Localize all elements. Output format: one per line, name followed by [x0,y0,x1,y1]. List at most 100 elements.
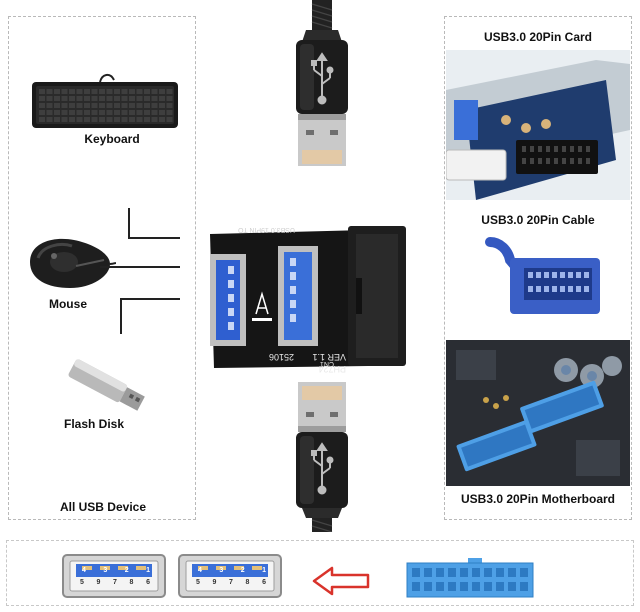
usb-pin-5: 5 [196,579,200,586]
usb-pin-4: 4 [82,567,86,574]
connector-line-mouse [100,266,180,268]
usb3-motherboard-image [446,340,630,486]
keyboard-key [54,89,60,94]
board-connector-label: CN1 [320,360,335,367]
keyboard-key [114,117,120,122]
keyboard-key [99,110,105,115]
keyboard-key [46,110,53,115]
header-pin-hole [412,582,420,591]
usb-pin-8: 8 [129,579,134,586]
mouse-image [30,238,116,288]
header-pin-hole [448,568,456,577]
keyboard-key [99,96,105,101]
keyboard-key [166,117,173,122]
keyboard-key [76,103,83,108]
header-pin-hole [508,568,516,577]
keyboard-key [114,110,120,115]
keyboard-key [166,89,173,94]
keyboard-label: Keyboard [84,132,140,146]
keyboard-key [99,117,105,122]
usb-pin-3: 3 [103,567,108,574]
keyboard-key [84,110,90,115]
keyboard-key [159,103,165,108]
usb-trident-icon [311,442,334,495]
usb-pin-7: 7 [113,579,117,586]
usb-pin-8: 8 [245,579,250,586]
adapter-board-image [210,226,406,368]
header-pin-hole [484,582,492,591]
connector-line-flash-h [120,298,180,300]
board-silkscreen-bottom: PH724 VER 1.1 25106 [218,344,348,374]
header-pin-hole [424,568,432,577]
keyboard-key [61,103,68,108]
keyboard-key [69,110,75,115]
keyboard-key [144,89,150,94]
usb3-motherboard-label: USB3.0 20Pin Motherboard [460,492,616,506]
usb-port-diagram-1: 4 3 2 1 5 9 7 8 6 [62,554,166,598]
keyboard-key [91,117,98,122]
keyboard-key [99,103,105,108]
keyboard-key [46,89,53,94]
keyboard-key [39,89,45,94]
bottom-pinout-strip [6,540,634,606]
keyboard-key [114,89,120,94]
header-pin-hole [448,582,456,591]
usb-pin-2: 2 [124,567,129,574]
usb3-cable-label: USB3.0 20Pin Cable [481,213,595,227]
keyboard-key [91,96,98,101]
header-pin-hole [460,582,468,591]
usb3-card-label: USB3.0 20Pin Card [483,30,593,44]
usb3-cable-image [485,237,600,314]
keyboard-key [136,89,143,94]
keyboard-key [129,103,135,108]
left-panel-usb-devices [8,16,196,520]
keyboard-key [121,89,128,94]
keyboard-key [121,117,128,122]
flash-disk-label: Flash Disk [63,417,125,431]
keyboard-key [144,103,150,108]
keyboard-key [39,117,45,122]
keyboard-key [114,103,120,108]
keyboard-key [84,89,90,94]
keyboard-key [106,96,113,101]
board-silkscreen-top: USB3.0 19PIN TO [238,226,295,233]
keyboard-key [151,110,158,115]
keyboard-key [136,96,143,101]
usb-pin-2: 2 [240,567,245,574]
keyboard-key [144,110,150,115]
keyboard-key [54,96,60,101]
usb3-card-image [446,50,630,200]
usb-pin-9: 9 [212,579,217,586]
keyboard-image [32,74,178,128]
keyboard-key [61,96,68,101]
keyboard-key [121,103,128,108]
header-pin-hole [472,582,480,591]
header-pin-hole [520,568,528,577]
header-pin-hole [520,582,528,591]
connector-line-flash-v [120,298,122,334]
keyboard-key [159,89,165,94]
mouse-label: Mouse [48,297,87,311]
keyboard-key [106,110,113,115]
keyboard-key [76,117,83,122]
keyboard-key [91,110,98,115]
keyboard-key [159,110,165,115]
keyboard-key [69,103,75,108]
keyboard-key [144,96,150,101]
header-pin-hole [460,568,468,577]
keyboard-key [54,117,60,122]
keyboard-key [106,89,113,94]
keyboard-key [151,103,158,108]
usb-port-diagram-2: 4 3 2 1 5 9 7 8 6 [178,554,282,598]
keyboard-key [61,117,68,122]
header-pin-hole [424,582,432,591]
right-panel-usb3-header [444,16,632,520]
header-pin-hole [508,582,516,591]
keyboard-key [39,103,45,108]
all-usb-device-label: All USB Device [59,500,147,514]
keyboard-key [76,89,83,94]
header-pin-hole [436,582,444,591]
keyboard-key [121,96,128,101]
keyboard-key [69,96,75,101]
keyboard-key [129,89,135,94]
